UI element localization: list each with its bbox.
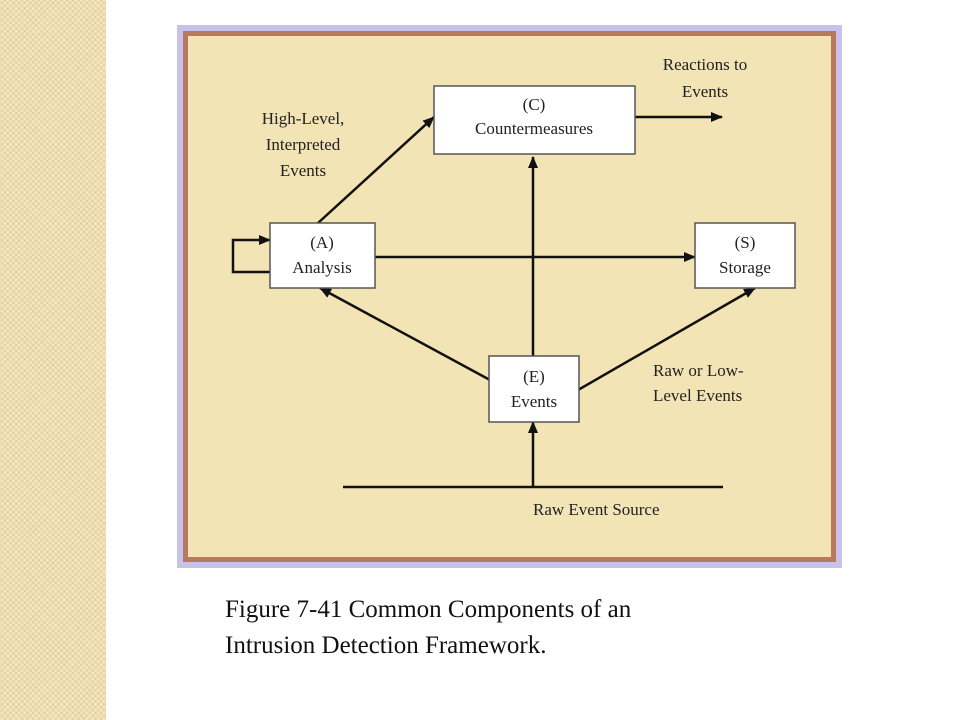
arrow-events-to-analysis — [319, 286, 491, 382]
node-countermeasures: (C) Countermeasures — [433, 85, 636, 155]
label-reactions-line-1: Reactions to — [663, 55, 748, 74]
node-storage: (S) Storage — [694, 222, 796, 289]
caption-line-1: Figure 7-41 Common Components of an — [225, 596, 632, 623]
label-raw-low-line-2: Level Events — [653, 386, 742, 405]
node-analysis-id: (A) — [310, 233, 334, 252]
node-events-label: Events — [511, 392, 557, 411]
label-reactions-to-events: Reactions to Events — [663, 55, 748, 101]
node-analysis-label: Analysis — [292, 258, 352, 277]
label-raw-low-line-1: Raw or Low- — [653, 361, 744, 380]
node-storage-label: Storage — [719, 258, 771, 277]
label-high-level-events: High-Level, Interpreted Events — [262, 109, 345, 180]
node-events-id: (E) — [523, 367, 545, 386]
figure-caption: Figure 7-41 Common Components of an Intr… — [225, 592, 845, 664]
label-raw-event-source: Raw Event Source — [533, 500, 660, 519]
label-high-level-line-2: Interpreted — [266, 135, 341, 154]
node-storage-id: (S) — [735, 233, 756, 252]
node-events: (E) Events — [488, 355, 580, 423]
arrow-analysis-to-countermeasures — [317, 116, 435, 224]
node-countermeasures-id: (C) — [523, 95, 546, 114]
label-raw-low-level-events: Raw or Low- Level Events — [653, 361, 744, 405]
decorative-side-strip — [0, 0, 106, 720]
node-analysis: (A) Analysis — [269, 222, 376, 289]
label-high-level-line-3: Events — [280, 161, 326, 180]
arrow-events-to-storage — [577, 286, 756, 392]
label-reactions-line-2: Events — [682, 82, 728, 101]
node-countermeasures-label: Countermeasures — [475, 119, 593, 138]
arrow-analysis-self-loop — [231, 235, 272, 274]
label-high-level-line-1: High-Level, — [262, 109, 345, 128]
caption-line-2: Intrusion Detection Framework. — [225, 632, 547, 659]
